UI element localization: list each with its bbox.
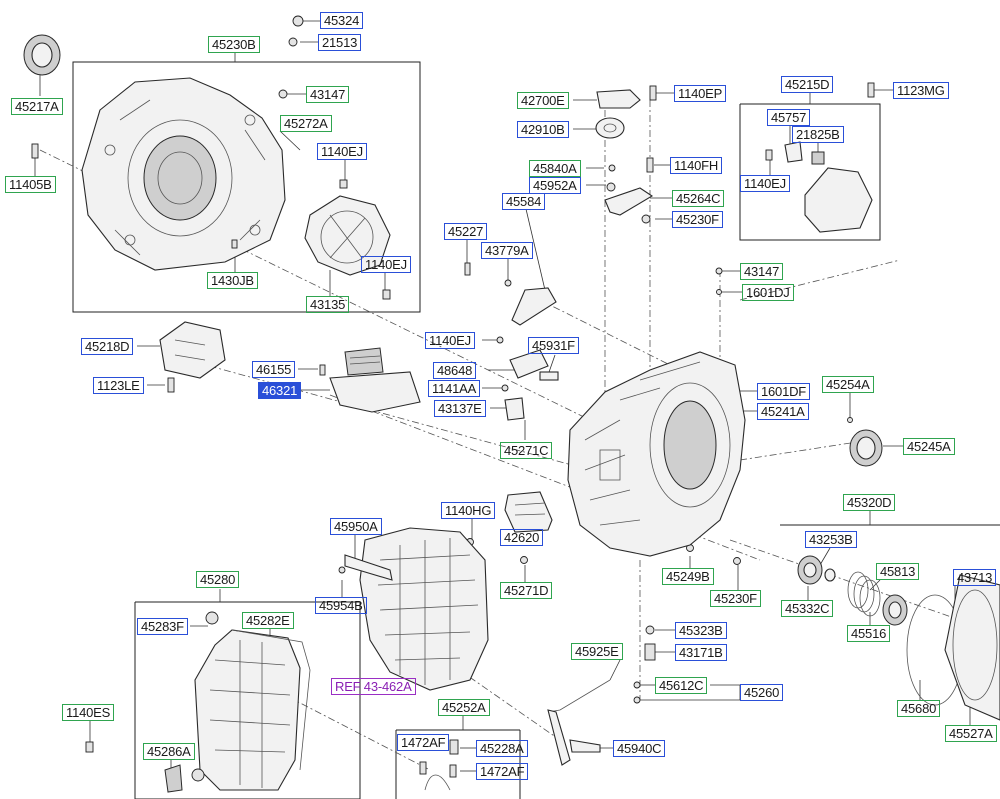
label-43713[interactable]: 43713 <box>953 569 997 586</box>
label-1123LE[interactable]: 1123LE <box>93 377 144 394</box>
label-45925E[interactable]: 45925E <box>571 643 623 660</box>
label-45950A[interactable]: 45950A <box>330 518 382 535</box>
label-45324[interactable]: 45324 <box>320 12 364 29</box>
label-45245A[interactable]: 45245A <box>903 438 955 455</box>
label-45757[interactable]: 45757 <box>767 109 811 126</box>
label-1140EJ[interactable]: 1140EJ <box>317 143 367 160</box>
label-1140EP[interactable]: 1140EP <box>674 85 727 102</box>
label-45215D[interactable]: 45215D <box>781 76 834 93</box>
label-42910B[interactable]: 42910B <box>517 121 569 138</box>
group-frames <box>72 61 1000 799</box>
dipstick-45925E <box>547 679 611 766</box>
label-1430JB[interactable]: 1430JB <box>207 272 258 289</box>
label-45249B[interactable]: 45249B <box>662 568 714 585</box>
label-1140HG[interactable]: 1140HG <box>441 502 496 519</box>
label-45931F[interactable]: 45931F <box>528 337 579 354</box>
label-46321-selected[interactable]: 46321 <box>258 382 302 399</box>
label-45840A[interactable]: 45840A <box>529 160 581 177</box>
label-45323B[interactable]: 45323B <box>675 622 727 639</box>
label-1140FH[interactable]: 1140FH <box>670 157 723 174</box>
label-45940C[interactable]: 45940C <box>613 740 666 757</box>
label-1141AA[interactable]: 1141AA <box>428 380 481 397</box>
label-1472AF[interactable]: 1472AF <box>397 734 450 751</box>
leader-lines <box>34 20 971 776</box>
label-43171B[interactable]: 43171B <box>675 644 727 661</box>
label-45813[interactable]: 45813 <box>876 563 920 580</box>
label-45227[interactable]: 45227 <box>444 223 488 240</box>
oil-pan <box>164 629 311 793</box>
label-45271D[interactable]: 45271D <box>500 582 553 599</box>
label-42620[interactable]: 42620 <box>500 529 544 546</box>
label-43147-b[interactable]: 43147 <box>740 263 784 280</box>
label-1601DJ[interactable]: 1601DJ <box>742 284 794 301</box>
label-1140EJ-c[interactable]: 1140EJ <box>740 175 790 192</box>
label-45241A[interactable]: 45241A <box>757 403 809 420</box>
label-45584[interactable]: 45584 <box>502 193 546 210</box>
label-1140ES[interactable]: 1140ES <box>62 704 115 721</box>
valve-body <box>344 527 489 691</box>
label-43135[interactable]: 43135 <box>306 296 350 313</box>
label-45218D[interactable]: 45218D <box>81 338 134 355</box>
seal-45217A <box>23 34 61 76</box>
label-45264C[interactable]: 45264C <box>672 190 725 207</box>
label-21513[interactable]: 21513 <box>318 34 362 51</box>
shift-parts <box>504 89 654 421</box>
label-45280[interactable]: 45280 <box>196 571 240 588</box>
label-45254A[interactable]: 45254A <box>822 376 874 393</box>
label-45516[interactable]: 45516 <box>847 625 891 642</box>
clutch-components <box>797 555 1000 721</box>
bracket-45218D <box>159 321 226 379</box>
label-43779A[interactable]: 43779A <box>481 242 533 259</box>
label-45527A[interactable]: 45527A <box>945 725 997 742</box>
label-43147[interactable]: 43147 <box>306 86 350 103</box>
label-45320D[interactable]: 45320D <box>843 494 896 511</box>
hose-45252A <box>424 774 451 791</box>
label-45612C[interactable]: 45612C <box>655 677 708 694</box>
label-45286A[interactable]: 45286A <box>143 743 195 760</box>
label-1140EJ-d[interactable]: 1140EJ <box>425 332 475 349</box>
label-46155[interactable]: 46155 <box>252 361 296 378</box>
cover-43135 <box>304 195 391 276</box>
label-45217A[interactable]: 45217A <box>11 98 63 115</box>
label-1140EJ-b[interactable]: 1140EJ <box>361 256 411 273</box>
transmission-housing <box>81 77 286 271</box>
label-1123MG[interactable]: 1123MG <box>893 82 949 99</box>
label-45271C[interactable]: 45271C <box>500 442 553 459</box>
label-45252A[interactable]: 45252A <box>438 699 490 716</box>
transmission-case <box>567 351 746 557</box>
label-1472AF-b[interactable]: 1472AF <box>476 763 529 780</box>
label-42700E[interactable]: 42700E <box>517 92 569 109</box>
label-45283F[interactable]: 45283F <box>137 618 188 635</box>
label-45260[interactable]: 45260 <box>740 684 784 701</box>
label-43253B[interactable]: 43253B <box>805 531 857 548</box>
label-45230F[interactable]: 45230F <box>672 211 723 228</box>
label-48648[interactable]: 48648 <box>433 362 477 379</box>
filter-46321 <box>329 347 421 413</box>
label-43137E[interactable]: 43137E <box>434 400 486 417</box>
label-1601DF[interactable]: 1601DF <box>757 383 811 400</box>
mount-bracket-45215D <box>784 141 873 233</box>
label-45954B[interactable]: 45954B <box>315 597 367 614</box>
label-45282E[interactable]: 45282E <box>242 612 294 629</box>
label-45952A[interactable]: 45952A <box>529 177 581 194</box>
label-21825B[interactable]: 21825B <box>792 126 844 143</box>
sensor-42620 <box>504 491 553 533</box>
label-45230B[interactable]: 45230B <box>208 36 260 53</box>
bolts <box>31 15 875 778</box>
label-45272A[interactable]: 45272A <box>280 115 332 132</box>
seal-45245A <box>849 429 883 467</box>
label-45332C[interactable]: 45332C <box>781 600 834 617</box>
label-11405B[interactable]: 11405B <box>5 176 56 193</box>
label-45230F-b[interactable]: 45230F <box>710 590 761 607</box>
label-45680[interactable]: 45680 <box>897 700 941 717</box>
label-ref-43-462A[interactable]: REF 43-462A <box>331 678 416 695</box>
label-45228A[interactable]: 45228A <box>476 740 528 757</box>
